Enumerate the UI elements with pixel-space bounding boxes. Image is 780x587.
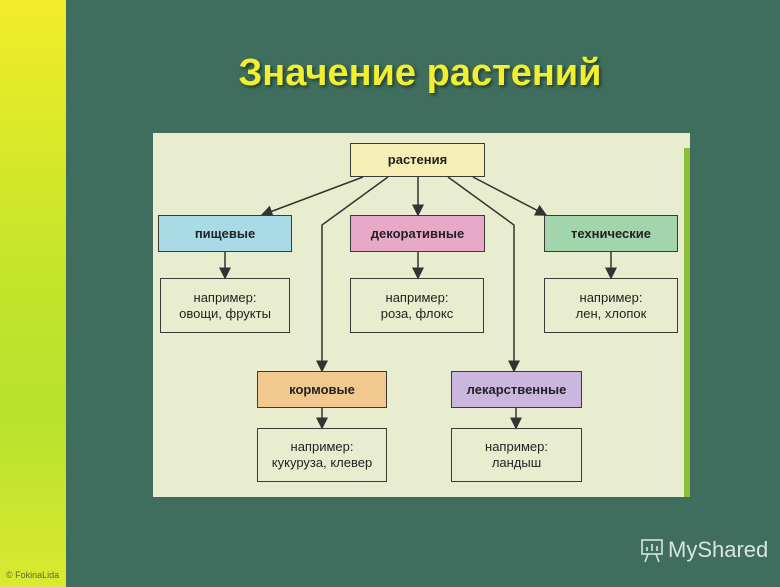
category-label: технические [570, 225, 652, 241]
example-prefix: например: [385, 289, 449, 305]
example-box-food: например:овощи, фрукты [160, 278, 290, 333]
example-box-fodder: например:кукуруза, клевер [257, 428, 387, 482]
category-box-decorative: декоративные [350, 215, 485, 252]
side-strip [0, 0, 66, 587]
root-box: растения [350, 143, 485, 177]
panel-edge [684, 148, 690, 497]
category-box-fodder: кормовые [257, 371, 387, 408]
slide-title: Значение растений [238, 52, 602, 94]
category-label: кормовые [289, 381, 355, 397]
watermark: MyShared [640, 537, 768, 563]
arrow [447, 176, 520, 373]
watermark-text: MyShared [668, 537, 769, 562]
example-box-technical: например:лен, хлопок [544, 278, 678, 333]
example-box-decorative: например:роза, флокс [350, 278, 484, 333]
arrow [316, 176, 389, 373]
category-label: лекарственные [466, 381, 567, 397]
example-prefix: например: [193, 289, 257, 305]
presentation-icon [641, 539, 663, 563]
category-label: декоративные [370, 225, 465, 241]
category-box-food: пищевые [158, 215, 292, 252]
example-prefix: например: [579, 289, 643, 305]
root-label: растения [387, 152, 448, 167]
example-box-medicinal: например:ландыш [451, 428, 582, 482]
example-prefix: например: [485, 439, 548, 454]
category-box-medicinal: лекарственные [451, 371, 582, 408]
example-text: кукуруза, клевер [271, 455, 373, 470]
category-label: пищевые [194, 225, 256, 241]
arrow [260, 176, 364, 217]
example-text: лен, хлопок [575, 305, 647, 321]
arrow [472, 176, 548, 216]
category-box-technical: технические [544, 215, 678, 252]
diagram-panel [153, 133, 690, 497]
example-text: овощи, фрукты [179, 305, 271, 321]
example-text: роза, флокс [380, 305, 454, 321]
credit: © FokinaLida [6, 570, 60, 580]
example-prefix: например: [290, 439, 354, 454]
example-text: ландыш [491, 455, 542, 470]
